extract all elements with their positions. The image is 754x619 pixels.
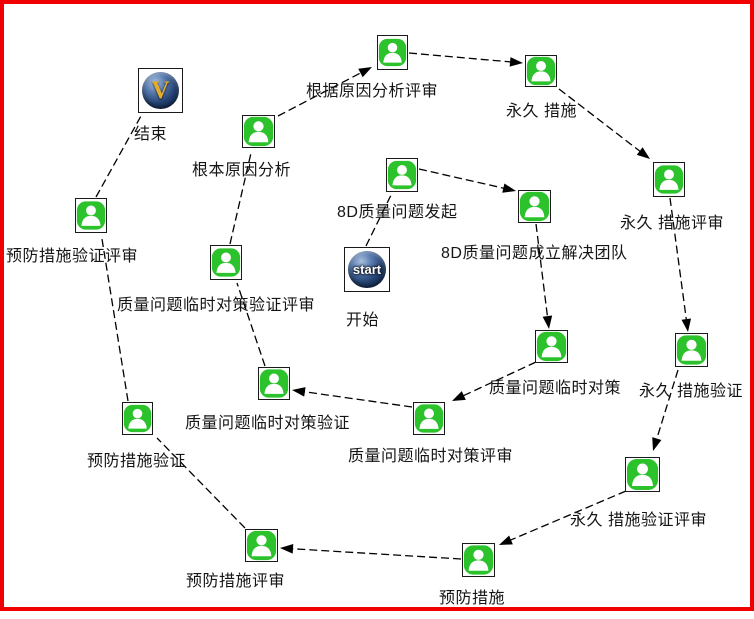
edge-temp-verify-review-to-root-cause	[229, 152, 252, 245]
end-icon-text: V	[151, 76, 170, 104]
edge-initiate-to-team	[418, 168, 516, 193]
node-label: 质量问题临时对策评审	[348, 448, 514, 465]
node-label: 开始	[346, 312, 380, 329]
user-task-icon[interactable]	[210, 245, 242, 280]
node-label: 永久 措施验证评审	[570, 512, 707, 529]
node-label: 8D质量问题发起	[337, 204, 458, 221]
user-task-icon[interactable]	[386, 158, 418, 192]
edge-cause-review-to-perm	[408, 52, 523, 67]
arrowhead-icon	[652, 437, 662, 451]
arrowhead-icon	[358, 67, 372, 78]
edge-start-to-initiate	[365, 192, 393, 247]
user-task-icon[interactable]	[242, 115, 275, 148]
arrowhead-icon	[280, 543, 294, 554]
node-label: 结束	[134, 126, 168, 143]
end-icon[interactable]: V	[138, 68, 183, 113]
node-label: 永久 措施评审	[620, 215, 724, 232]
node-label: 质量问题临时对策验证	[185, 415, 351, 432]
node-label: 质量问题临时对策	[489, 380, 622, 397]
arrowhead-icon	[636, 147, 650, 159]
user-task-icon[interactable]	[258, 367, 290, 400]
start-sphere-icon: start	[347, 250, 387, 289]
node-label: 8D质量问题成立解决团队	[441, 245, 628, 262]
edge-team-to-temp	[535, 223, 553, 329]
node-label: 根本原因分析	[192, 162, 292, 179]
node-label: 预防措施验证	[87, 453, 187, 470]
edge-temp-verify-to-temp-verify-review	[236, 282, 266, 367]
edge-temp-review-to-temp-verify	[292, 387, 413, 408]
edge-perm-review-to-perm-verify	[669, 197, 692, 332]
user-task-icon[interactable]	[462, 543, 495, 577]
user-task-icon[interactable]	[377, 35, 408, 70]
node-label: 预防措施	[439, 590, 506, 607]
end-sphere-icon: V	[141, 71, 180, 110]
user-task-icon[interactable]	[518, 190, 551, 223]
arrowhead-icon	[292, 387, 306, 397]
node-label: 根据原因分析评审	[306, 83, 439, 100]
user-task-icon[interactable]	[413, 402, 445, 435]
edge-prevent-review-to-prevent-verify	[156, 437, 246, 529]
node-label: 预防措施评审	[186, 573, 286, 590]
arrowhead-icon	[499, 535, 513, 545]
node-label: 预防措施验证评审	[6, 248, 139, 265]
user-task-icon[interactable]	[535, 330, 568, 363]
arrowhead-icon	[542, 315, 553, 329]
arrowhead-icon	[681, 318, 692, 332]
edge-prevent-verify-to-prevent-verify-review	[101, 238, 129, 402]
arrowhead-icon	[509, 57, 523, 67]
edge-root-cause-to-cause-review	[277, 67, 372, 117]
edge-prevent-to-prevent-review	[280, 543, 462, 560]
start-icon-text: start	[352, 261, 382, 277]
user-task-icon[interactable]	[625, 457, 660, 492]
node-label: 永久 措施验证	[639, 383, 743, 400]
start-icon[interactable]: start	[344, 247, 390, 292]
node-label: 质量问题临时对策验证评审	[117, 297, 316, 314]
edge-perm-to-perm-review	[558, 88, 650, 159]
user-task-icon[interactable]	[245, 529, 278, 562]
node-label: 永久 措施	[506, 103, 577, 120]
arrowhead-icon	[502, 183, 516, 193]
user-task-icon[interactable]	[653, 162, 685, 197]
arrowhead-icon	[452, 391, 466, 401]
user-task-icon[interactable]	[75, 198, 107, 233]
edge-perm-verify-to-perm-verify-review	[652, 369, 679, 451]
edge-temp-to-temp-review	[452, 361, 537, 401]
edge-perm-verify-review-to-prevent	[499, 490, 627, 545]
user-task-icon[interactable]	[675, 333, 708, 367]
user-task-icon[interactable]	[525, 55, 557, 87]
user-task-icon[interactable]	[122, 402, 153, 435]
edge-prevent-verify-review-to-end	[95, 115, 142, 198]
